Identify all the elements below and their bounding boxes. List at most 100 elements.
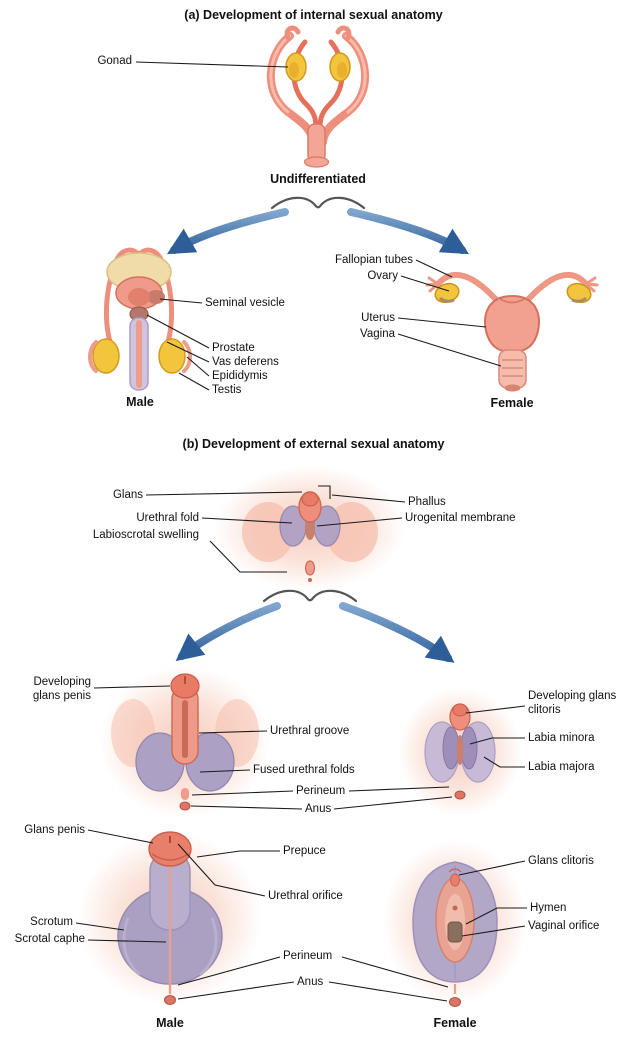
caption-male-external: Male xyxy=(156,1016,184,1030)
male-external-figure xyxy=(78,831,262,1005)
leader-hymen xyxy=(465,907,527,925)
leader-urethral-groove xyxy=(198,730,268,734)
leader-anus3-left xyxy=(177,981,295,1000)
leader-ovary xyxy=(400,275,450,292)
leader-glans-penis xyxy=(87,829,154,844)
label-gonad: Gonad xyxy=(97,55,132,67)
label-epididymis: Epididymis xyxy=(212,370,268,382)
phallus-bracket xyxy=(318,485,331,499)
arrow-right-2 xyxy=(339,602,455,663)
label-glans-penis: Glans penis xyxy=(24,824,85,836)
leader-vas-deferens xyxy=(166,341,210,363)
caption-female-internal: Female xyxy=(490,396,534,410)
male-internal-figure xyxy=(88,247,192,391)
label-undifferentiated: Undifferentiated xyxy=(270,172,366,186)
urethral-orifice-shape-female xyxy=(452,905,458,911)
leader-labia-minora xyxy=(469,737,525,745)
label-prostate: Prostate xyxy=(212,342,255,354)
label-developing-glans-penis: Developing glans penis xyxy=(32,676,91,702)
brace-1 xyxy=(270,196,366,210)
section-a-title: (a) Development of internal sexual anato… xyxy=(184,8,443,22)
label-urethral-orifice: Urethral orifice xyxy=(268,890,343,902)
branch-arrows-1 xyxy=(166,196,470,255)
leader-developing-glans-penis xyxy=(93,685,171,689)
leader-uterus xyxy=(397,317,487,328)
anus-shape-male-dev xyxy=(179,801,191,811)
leader-urethral-orifice xyxy=(177,843,266,897)
developing-male-external-figure xyxy=(100,666,270,818)
arrow-left-2 xyxy=(175,602,281,662)
leader-developing-glans-clitoris xyxy=(465,705,526,714)
developing-glans-penis-shape xyxy=(170,673,200,699)
label-fallopian-tubes: Fallopian tubes xyxy=(335,254,413,266)
label-vas-deferens: Vas deferens xyxy=(212,356,279,368)
leader-gonad xyxy=(135,61,289,68)
leader-glans xyxy=(145,491,303,496)
leader-vaginal-orifice xyxy=(461,925,526,937)
arrow-left-1 xyxy=(166,208,289,255)
label-hymen: Hymen xyxy=(530,902,567,914)
leader-seminal-vesicle xyxy=(159,298,203,304)
leader-glans-clitoris xyxy=(458,860,526,876)
arrow-right-1 xyxy=(347,208,470,255)
label-labioscrotal-swelling: Labioscrotal swelling xyxy=(92,529,199,541)
caption-female-external: Female xyxy=(433,1016,477,1030)
leader-perineum3-left xyxy=(177,956,281,986)
leader-urethral-fold xyxy=(201,517,293,524)
leader-perineum2-right xyxy=(348,786,450,792)
female-external-figure xyxy=(383,840,527,1007)
leader-scrotum xyxy=(75,922,125,931)
label-perineum-2: Perineum xyxy=(296,785,346,797)
fallopian-tube-right xyxy=(521,271,589,307)
label-prepuce: Prepuce xyxy=(283,845,326,857)
leader-anus3-right xyxy=(328,981,448,1002)
label-vaginal-orifice: Vaginal orifice xyxy=(528,920,600,932)
label-testis: Testis xyxy=(212,384,242,396)
developing-female-external-figure xyxy=(398,688,522,816)
leader-perineum2-left xyxy=(191,790,294,796)
leader-testis xyxy=(178,372,210,391)
testis-left-shape xyxy=(92,338,120,374)
leader-vagina xyxy=(397,333,502,367)
vaginal-orifice-shape xyxy=(447,921,463,943)
leader-labioscrotal-swelling xyxy=(209,540,287,573)
leader-epididymis xyxy=(186,356,210,377)
label-urethral-groove: Urethral groove xyxy=(270,725,350,737)
leader-fused-urethral-folds xyxy=(199,769,251,773)
label-developing-glans-clitoris: Developing glans clitoris xyxy=(528,690,617,716)
label-scrotum: Scrotum xyxy=(30,916,73,928)
label-phallus: Phallus xyxy=(408,496,446,508)
undifferentiated-internal-figure xyxy=(266,25,370,168)
label-seminal-vesicle: Seminal vesicle xyxy=(205,297,285,309)
fallopian-tube-left xyxy=(435,271,503,307)
leader-lines xyxy=(75,61,527,1002)
leader-anus2-left xyxy=(190,805,303,810)
label-urethral-fold: Urethral fold xyxy=(136,512,199,524)
brace-2 xyxy=(262,589,358,603)
label-uterus: Uterus xyxy=(361,312,395,324)
glans-clitoris-shape xyxy=(450,873,460,887)
leader-labia-majora xyxy=(483,756,525,768)
leader-perineum3-right xyxy=(341,956,449,988)
label-urogenital-membrane: Urogenital membrane xyxy=(405,512,516,524)
caption-male-internal: Male xyxy=(126,395,154,409)
branch-arrows-2 xyxy=(175,589,455,663)
label-glans-clitoris: Glans clitoris xyxy=(528,855,594,867)
leader-phallus xyxy=(331,494,406,503)
leader-prepuce xyxy=(196,850,280,858)
anus-shape-male xyxy=(164,995,176,1005)
label-anus-3: Anus xyxy=(297,976,324,988)
label-glans: Glans xyxy=(112,489,143,501)
leader-fallopian-tubes xyxy=(415,259,453,278)
glans-shape xyxy=(301,491,319,507)
leader-urogenital-membrane xyxy=(316,517,403,527)
label-labia-minora: Labia minora xyxy=(528,732,595,744)
uterus-shape xyxy=(484,294,540,354)
leader-prostate xyxy=(146,314,210,349)
urethral-groove-shape xyxy=(182,700,188,758)
label-labia-majora: Labia majora xyxy=(528,761,595,773)
female-internal-figure xyxy=(425,271,599,392)
label-scrotal-caphe: Scrotal caphe xyxy=(14,933,85,945)
